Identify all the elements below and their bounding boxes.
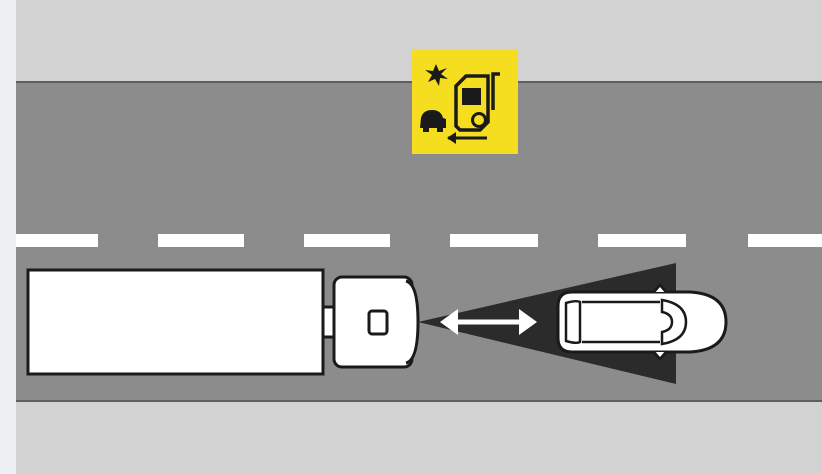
small-car-wheel-right bbox=[437, 126, 443, 132]
car-rear-window bbox=[566, 301, 580, 343]
truck-trailer bbox=[28, 270, 323, 374]
car-icon bbox=[558, 285, 726, 359]
lane-dash bbox=[598, 234, 686, 247]
truck-cab-front bbox=[406, 281, 418, 363]
small-car-wheel-left bbox=[423, 126, 429, 132]
truck-roof-hatch bbox=[369, 311, 387, 334]
forward-collision-warning-icon bbox=[412, 50, 518, 154]
vehicle-wheel-icon bbox=[473, 114, 486, 127]
truck-icon bbox=[28, 270, 418, 374]
truck-coupling bbox=[323, 307, 334, 337]
vehicle-window-icon bbox=[462, 88, 481, 105]
lane-dash bbox=[158, 234, 244, 247]
bottom-sidewalk bbox=[16, 402, 822, 474]
lane-dash bbox=[304, 234, 390, 247]
left-margin bbox=[0, 0, 16, 474]
lane-dash bbox=[16, 234, 98, 247]
lane-dash bbox=[450, 234, 538, 247]
lane-dash bbox=[748, 234, 822, 247]
